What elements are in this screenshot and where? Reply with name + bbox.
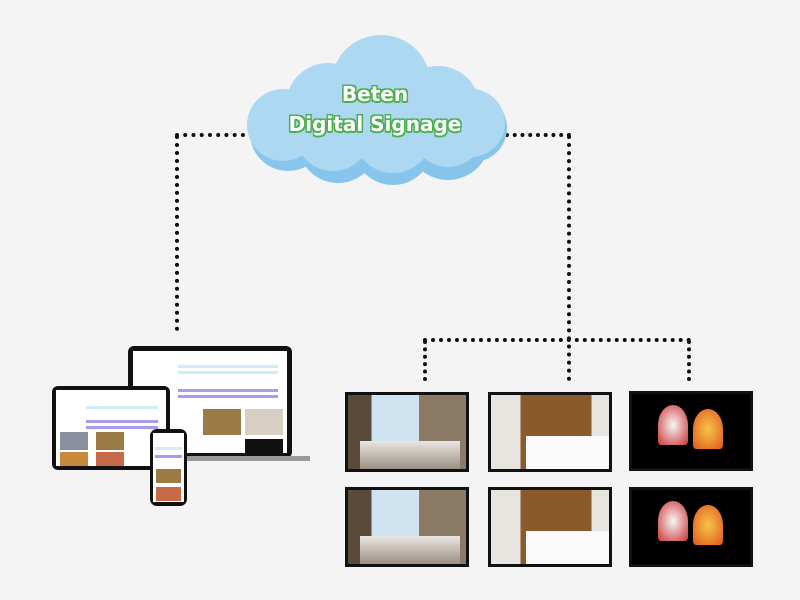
connector-branch bbox=[423, 338, 691, 342]
cloud-icon bbox=[247, 35, 507, 185]
tablet bbox=[52, 386, 170, 470]
connector-right-horizontal bbox=[505, 133, 571, 137]
display-bedroom bbox=[488, 487, 612, 567]
display-bedroom bbox=[488, 392, 612, 472]
connector-left-horizontal bbox=[175, 133, 245, 137]
connector-branch-3 bbox=[687, 340, 691, 381]
display-hotel-room bbox=[345, 392, 469, 472]
cloud-title-line1: Beten bbox=[341, 82, 409, 106]
phone bbox=[150, 429, 187, 506]
connector-left-vertical bbox=[175, 135, 179, 331]
display-cocktails bbox=[629, 391, 753, 471]
laptop-base bbox=[120, 456, 310, 461]
connector-branch-1 bbox=[423, 340, 427, 381]
display-cocktails bbox=[629, 487, 753, 567]
display-hotel-room bbox=[345, 487, 469, 567]
laptop bbox=[128, 346, 292, 458]
connector-right-vertical bbox=[567, 135, 571, 381]
cloud-title-line2: Digital Signage bbox=[288, 112, 462, 136]
